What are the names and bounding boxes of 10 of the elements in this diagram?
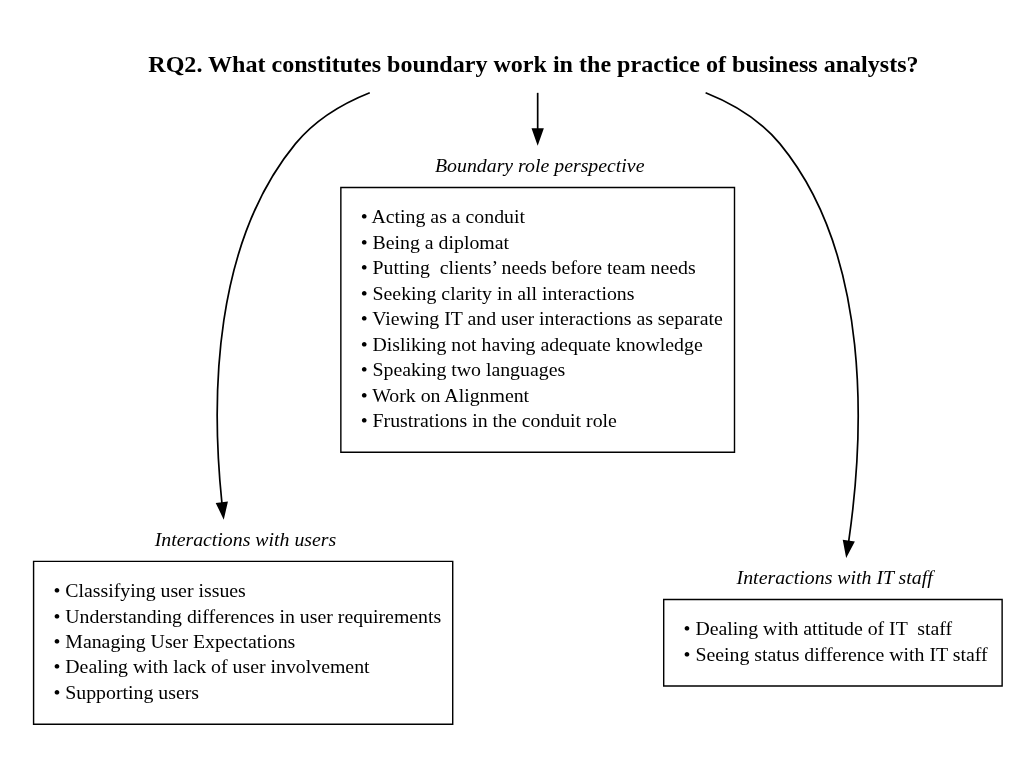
node-box: • Classifying user issues • Understanding differences in user requirements • Managing User Expectations • Dealing with lack of user involvement • Supporting users bbox=[32, 560, 454, 725]
node-label: Boundary role perspective bbox=[435, 154, 645, 177]
arrow bbox=[704, 91, 859, 558]
node-box: • Acting as a conduit • Being a diplomat • Putting clients’ needs before team needs • Seeking clarity in all interactions • Viewing IT and user interactions as separate • Disliking not having adequate knowledge • Speaking two languages • Work on Alignment • Frustrations in the conduit role bbox=[340, 186, 736, 453]
node-label: Interactions with users bbox=[154, 528, 337, 551]
node-text: RQ2. What constitutes boundary work in the practice of business analysts? bbox=[148, 50, 919, 77]
arrow bbox=[531, 92, 544, 146]
node-label: Interactions with IT staff bbox=[736, 566, 933, 589]
node-box: • Dealing with attitude of IT staff • Seeing status difference with IT staff bbox=[663, 598, 1003, 687]
arrow bbox=[215, 91, 371, 520]
